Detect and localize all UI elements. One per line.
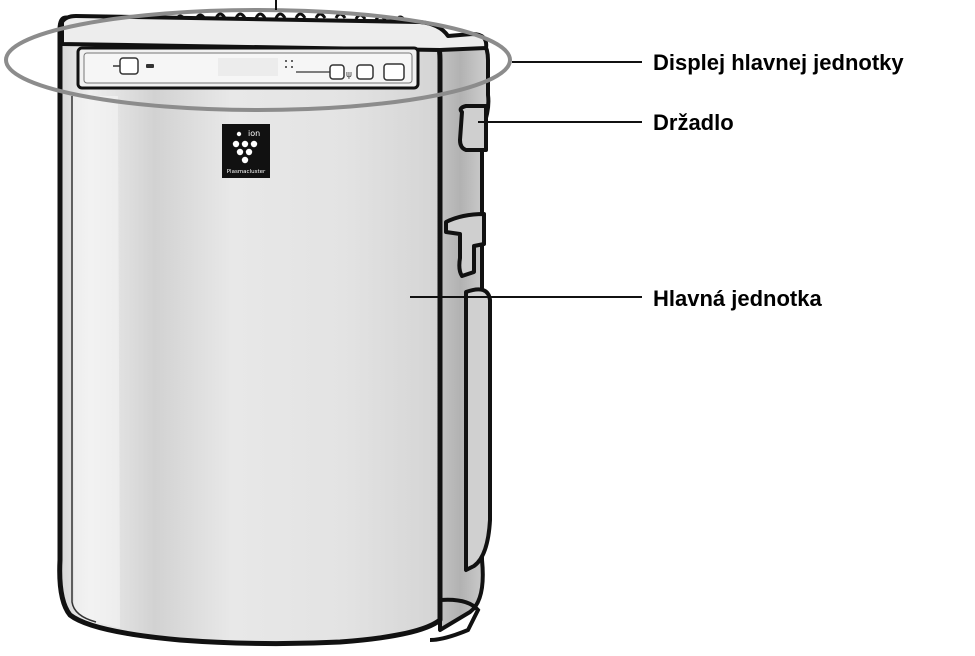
svg-text:ψ: ψ — [346, 70, 352, 80]
label-display: Displej hlavnej jednotky — [653, 50, 904, 75]
handle-upper — [458, 104, 488, 152]
label-handle: Držadlo — [653, 110, 734, 135]
logo-bottom-text: Plasmacluster — [227, 169, 266, 175]
logo-top-text: ion — [248, 129, 260, 138]
ion-button[interactable] — [356, 64, 374, 80]
plasmacluster-logo: ion Plasmacluster — [222, 124, 270, 178]
display-highlight-oval — [4, 8, 512, 112]
timer-button[interactable] — [383, 63, 405, 81]
top-cap — [60, 14, 489, 52]
side-groove — [464, 287, 492, 572]
handle-lower — [444, 212, 486, 278]
power-button[interactable] — [119, 57, 139, 75]
label-main-unit: Hlavná jednotka — [653, 286, 822, 311]
display-panel: ψ — [76, 46, 420, 90]
mode-button[interactable] — [329, 64, 345, 80]
